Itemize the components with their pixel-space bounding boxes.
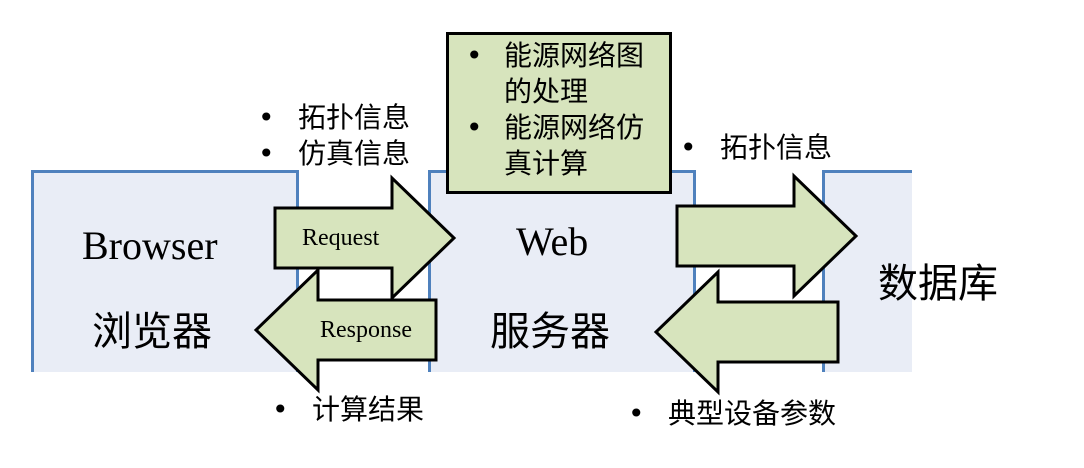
response-label: Response <box>320 317 412 343</box>
browser-box <box>31 170 299 380</box>
web-server-label-cn: 服务器 <box>490 309 610 355</box>
db-response-info-item: 典型设备参数 <box>624 396 836 432</box>
bottom-cover <box>0 372 1084 468</box>
web-server-box <box>428 170 696 380</box>
web-server-label-en: Web <box>516 219 589 264</box>
request-label: Request <box>302 225 380 251</box>
process-list: 能源网络图的处理 能源网络仿真计算 <box>462 38 654 182</box>
request-info-item: 仿真信息 <box>254 136 410 172</box>
request-info-item: 拓扑信息 <box>254 100 410 136</box>
db-request-info-list: 拓扑信息 <box>676 130 832 166</box>
database-label-cn: 数据库 <box>878 261 998 307</box>
request-arrow <box>273 174 457 302</box>
browser-label-cn: 浏览器 <box>92 309 212 355</box>
process-item: 能源网络仿真计算 <box>462 110 654 182</box>
response-arrow <box>253 266 438 394</box>
request-info-list: 拓扑信息 仿真信息 <box>254 100 410 172</box>
process-item: 能源网络图的处理 <box>462 38 654 110</box>
db-request-arrow <box>675 172 859 300</box>
db-request-info-item: 拓扑信息 <box>676 130 832 166</box>
browser-label-en: Browser <box>82 223 218 268</box>
response-info-item: 计算结果 <box>268 392 424 428</box>
response-info-list: 计算结果 <box>268 392 424 428</box>
db-response-info-list: 典型设备参数 <box>624 396 836 432</box>
db-response-arrow <box>653 268 840 396</box>
